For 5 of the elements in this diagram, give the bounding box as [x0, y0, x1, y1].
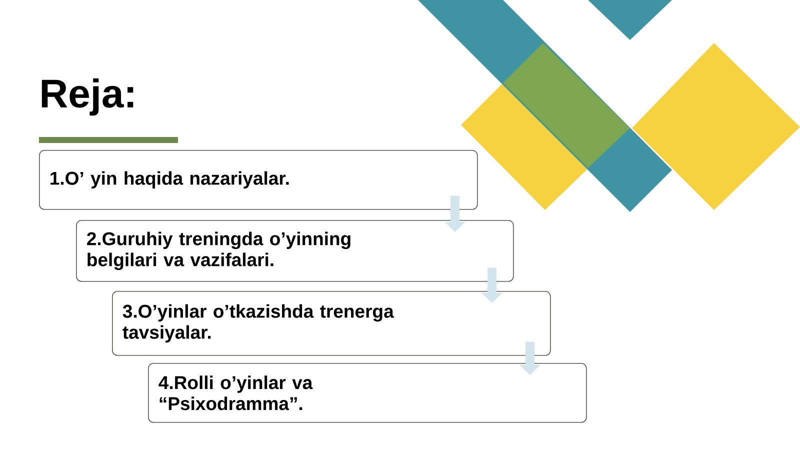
list-item-box: 2.Guruhiy treningda o’yinning belgilari va vazifalari. [76, 220, 514, 282]
title: Reja: [42, 78, 134, 116]
list-item-box: 1.O’ yin haqida nazariyalar. [39, 150, 478, 210]
list-item-box: 3.O’yinlar o’tkazishda trenerga tavsiyalar. [112, 291, 551, 356]
list-item-box: 4.Rolli o’yinlar va “Psixodramma”. [148, 363, 587, 423]
